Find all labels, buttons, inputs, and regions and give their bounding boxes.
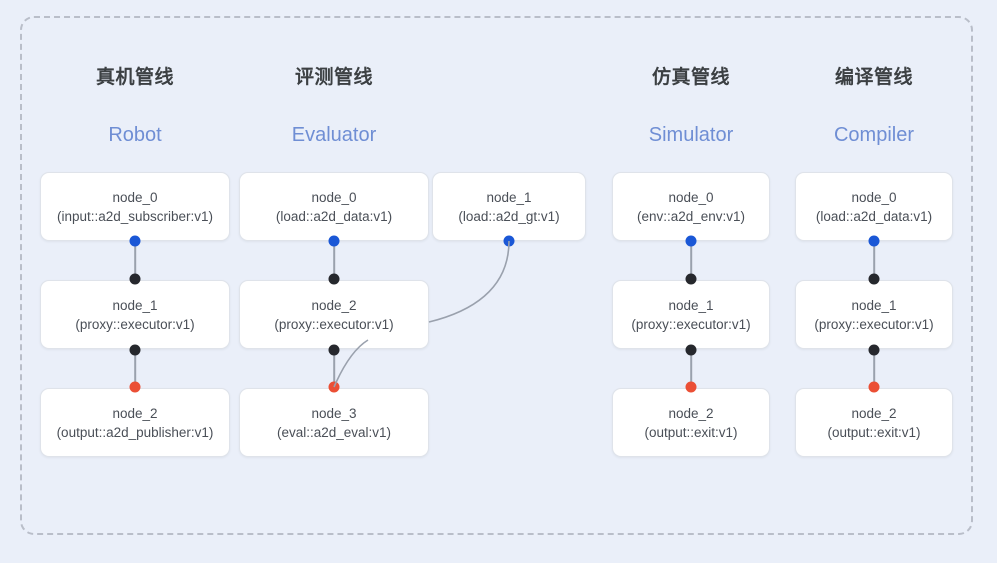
column-title-en-compiler: Compiler xyxy=(833,124,915,146)
node-name: node_3 xyxy=(311,405,357,421)
node-name: node_0 xyxy=(851,189,897,205)
column-title-en-simulator: Simulator xyxy=(648,124,734,146)
node-evaluator-0[interactable]: node_0 (load::a2d_data:v1) xyxy=(239,172,429,241)
node-robot-1[interactable]: node_1 (proxy::executor:v1) xyxy=(40,280,230,349)
node-evaluator-2[interactable]: node_2 (proxy::executor:v1) xyxy=(239,280,429,349)
node-type: (proxy::executor:v1) xyxy=(631,316,751,332)
node-type: (load::a2d_gt:v1) xyxy=(458,208,560,224)
edge-gt-to-evaluator-2 xyxy=(428,240,510,323)
node-type: (proxy::executor:v1) xyxy=(274,316,394,332)
column-title-en-robot: Robot xyxy=(108,124,162,146)
node-name: node_1 xyxy=(851,297,897,313)
port-dot-output-evaluator-3[interactable] xyxy=(328,381,340,393)
port-dot-out-simulator-1[interactable] xyxy=(685,344,697,356)
edge-c1-n0-n1 xyxy=(134,241,136,278)
column-title-cn-simulator: 仿真管线 xyxy=(651,67,730,88)
edge-c3-n1-n2 xyxy=(690,350,692,387)
column-title-en-evaluator: Evaluator xyxy=(291,124,377,146)
node-name: node_0 xyxy=(112,189,158,205)
node-name: node_1 xyxy=(112,297,158,313)
edge-c1-n1-n2 xyxy=(134,350,136,387)
node-type: (output::a2d_publisher:v1) xyxy=(56,424,214,440)
port-dot-out-evaluator-2[interactable] xyxy=(328,344,340,356)
port-dot-in-compiler-1[interactable] xyxy=(868,273,880,285)
port-dot-input-robot-0[interactable] xyxy=(129,235,141,247)
node-type: (eval::a2d_eval:v1) xyxy=(276,424,392,440)
edge-c4-n0-n1 xyxy=(873,241,875,278)
node-name: node_2 xyxy=(112,405,158,421)
port-dot-output-robot-2[interactable] xyxy=(129,381,141,393)
node-type: (load::a2d_data:v1) xyxy=(275,208,393,224)
node-evaluator-3[interactable]: node_3 (eval::a2d_eval:v1) xyxy=(239,388,429,457)
port-dot-in-robot-1[interactable] xyxy=(129,273,141,285)
port-dot-in-evaluator-2[interactable] xyxy=(328,273,340,285)
node-compiler-2[interactable]: node_2 (output::exit:v1) xyxy=(795,388,953,457)
port-dot-output-simulator-2[interactable] xyxy=(685,381,697,393)
node-evaluator-gt[interactable]: node_1 (load::a2d_gt:v1) xyxy=(432,172,586,241)
node-simulator-2[interactable]: node_2 (output::exit:v1) xyxy=(612,388,770,457)
node-name: node_2 xyxy=(851,405,897,421)
node-simulator-1[interactable]: node_1 (proxy::executor:v1) xyxy=(612,280,770,349)
edge-c2-n0-n2 xyxy=(333,241,335,278)
column-title-cn-evaluator: 评测管线 xyxy=(294,67,373,88)
node-compiler-1[interactable]: node_1 (proxy::executor:v1) xyxy=(795,280,953,349)
port-dot-in-simulator-1[interactable] xyxy=(685,273,697,285)
diagram-dashed-frame xyxy=(20,16,973,535)
node-name: node_2 xyxy=(668,405,714,421)
node-name: node_0 xyxy=(311,189,357,205)
port-dot-output-compiler-2[interactable] xyxy=(868,381,880,393)
node-type: (load::a2d_data:v1) xyxy=(815,208,933,224)
port-dot-out-robot-1[interactable] xyxy=(129,344,141,356)
node-type: (input::a2d_subscriber:v1) xyxy=(56,208,214,224)
node-name: node_1 xyxy=(668,297,714,313)
node-name: node_0 xyxy=(668,189,714,205)
edge-c4-n1-n2 xyxy=(873,350,875,387)
node-compiler-0[interactable]: node_0 (load::a2d_data:v1) xyxy=(795,172,953,241)
node-type: (output::exit:v1) xyxy=(644,424,738,440)
node-type: (proxy::executor:v1) xyxy=(814,316,934,332)
node-type: (proxy::executor:v1) xyxy=(75,316,195,332)
port-dot-input-simulator-0[interactable] xyxy=(685,235,697,247)
node-robot-0[interactable]: node_0 (input::a2d_subscriber:v1) xyxy=(40,172,230,241)
edge-c3-n0-n1 xyxy=(690,241,692,278)
port-dot-input-compiler-0[interactable] xyxy=(868,235,880,247)
port-dot-out-compiler-1[interactable] xyxy=(868,344,880,356)
column-title-cn-compiler: 编译管线 xyxy=(834,67,913,88)
node-robot-2[interactable]: node_2 (output::a2d_publisher:v1) xyxy=(40,388,230,457)
node-type: (output::exit:v1) xyxy=(827,424,921,440)
node-type: (env::a2d_env:v1) xyxy=(636,208,746,224)
node-simulator-0[interactable]: node_0 (env::a2d_env:v1) xyxy=(612,172,770,241)
column-title-cn-robot: 真机管线 xyxy=(95,67,174,88)
port-dot-input-evaluator-0[interactable] xyxy=(328,235,340,247)
node-name: node_2 xyxy=(311,297,357,313)
port-dot-input-evaluator-gt[interactable] xyxy=(503,235,515,247)
node-name: node_1 xyxy=(486,189,532,205)
